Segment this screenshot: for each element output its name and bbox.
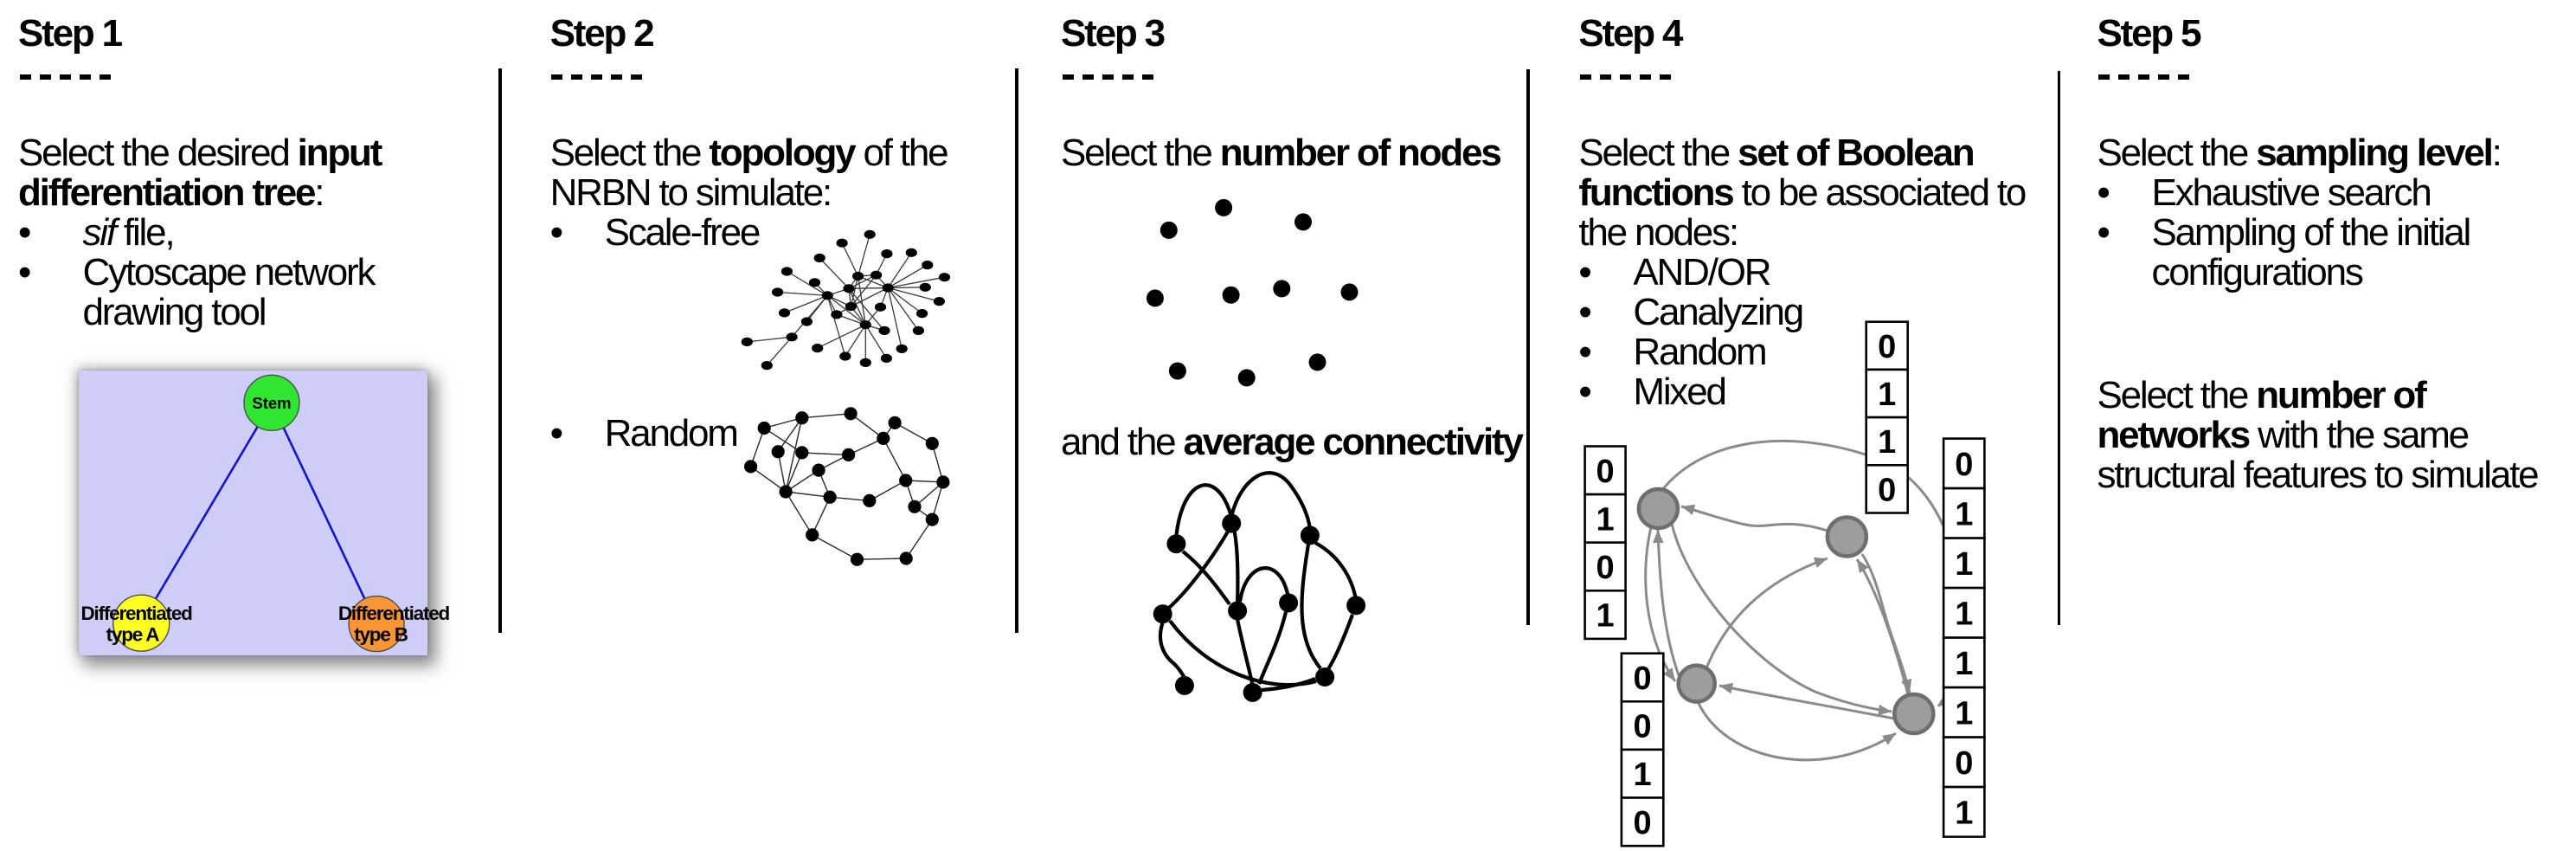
svg-text:0: 0	[1596, 550, 1615, 586]
svg-text:1: 1	[1955, 596, 1973, 632]
svg-text:1: 1	[1596, 501, 1615, 538]
svg-text:1: 1	[1955, 646, 1973, 682]
svg-text:Stem: Stem	[252, 394, 291, 412]
svg-text:Differentiated: Differentiated	[338, 603, 450, 624]
svg-text:0: 0	[1878, 329, 1896, 365]
svg-text:type A: type A	[106, 623, 160, 645]
svg-text:0: 0	[1955, 745, 1973, 782]
svg-text:0: 0	[1634, 661, 1652, 697]
svg-text:0: 0	[1596, 454, 1615, 490]
svg-text:1: 1	[1955, 795, 1973, 831]
svg-text:0: 0	[1878, 472, 1896, 508]
svg-text:type B: type B	[354, 623, 408, 645]
svg-text:1: 1	[1634, 757, 1652, 793]
svg-text:Differentiated: Differentiated	[80, 603, 192, 624]
svg-text:1: 1	[1596, 598, 1615, 635]
svg-text:1: 1	[1878, 424, 1896, 461]
svg-text:0: 0	[1955, 447, 1973, 483]
svg-text:1: 1	[1955, 695, 1973, 732]
svg-text:0: 0	[1634, 805, 1652, 841]
svg-text:1: 1	[1878, 377, 1896, 413]
svg-text:1: 1	[1955, 546, 1973, 583]
svg-text:0: 0	[1634, 709, 1652, 745]
svg-text:1: 1	[1955, 496, 1973, 532]
